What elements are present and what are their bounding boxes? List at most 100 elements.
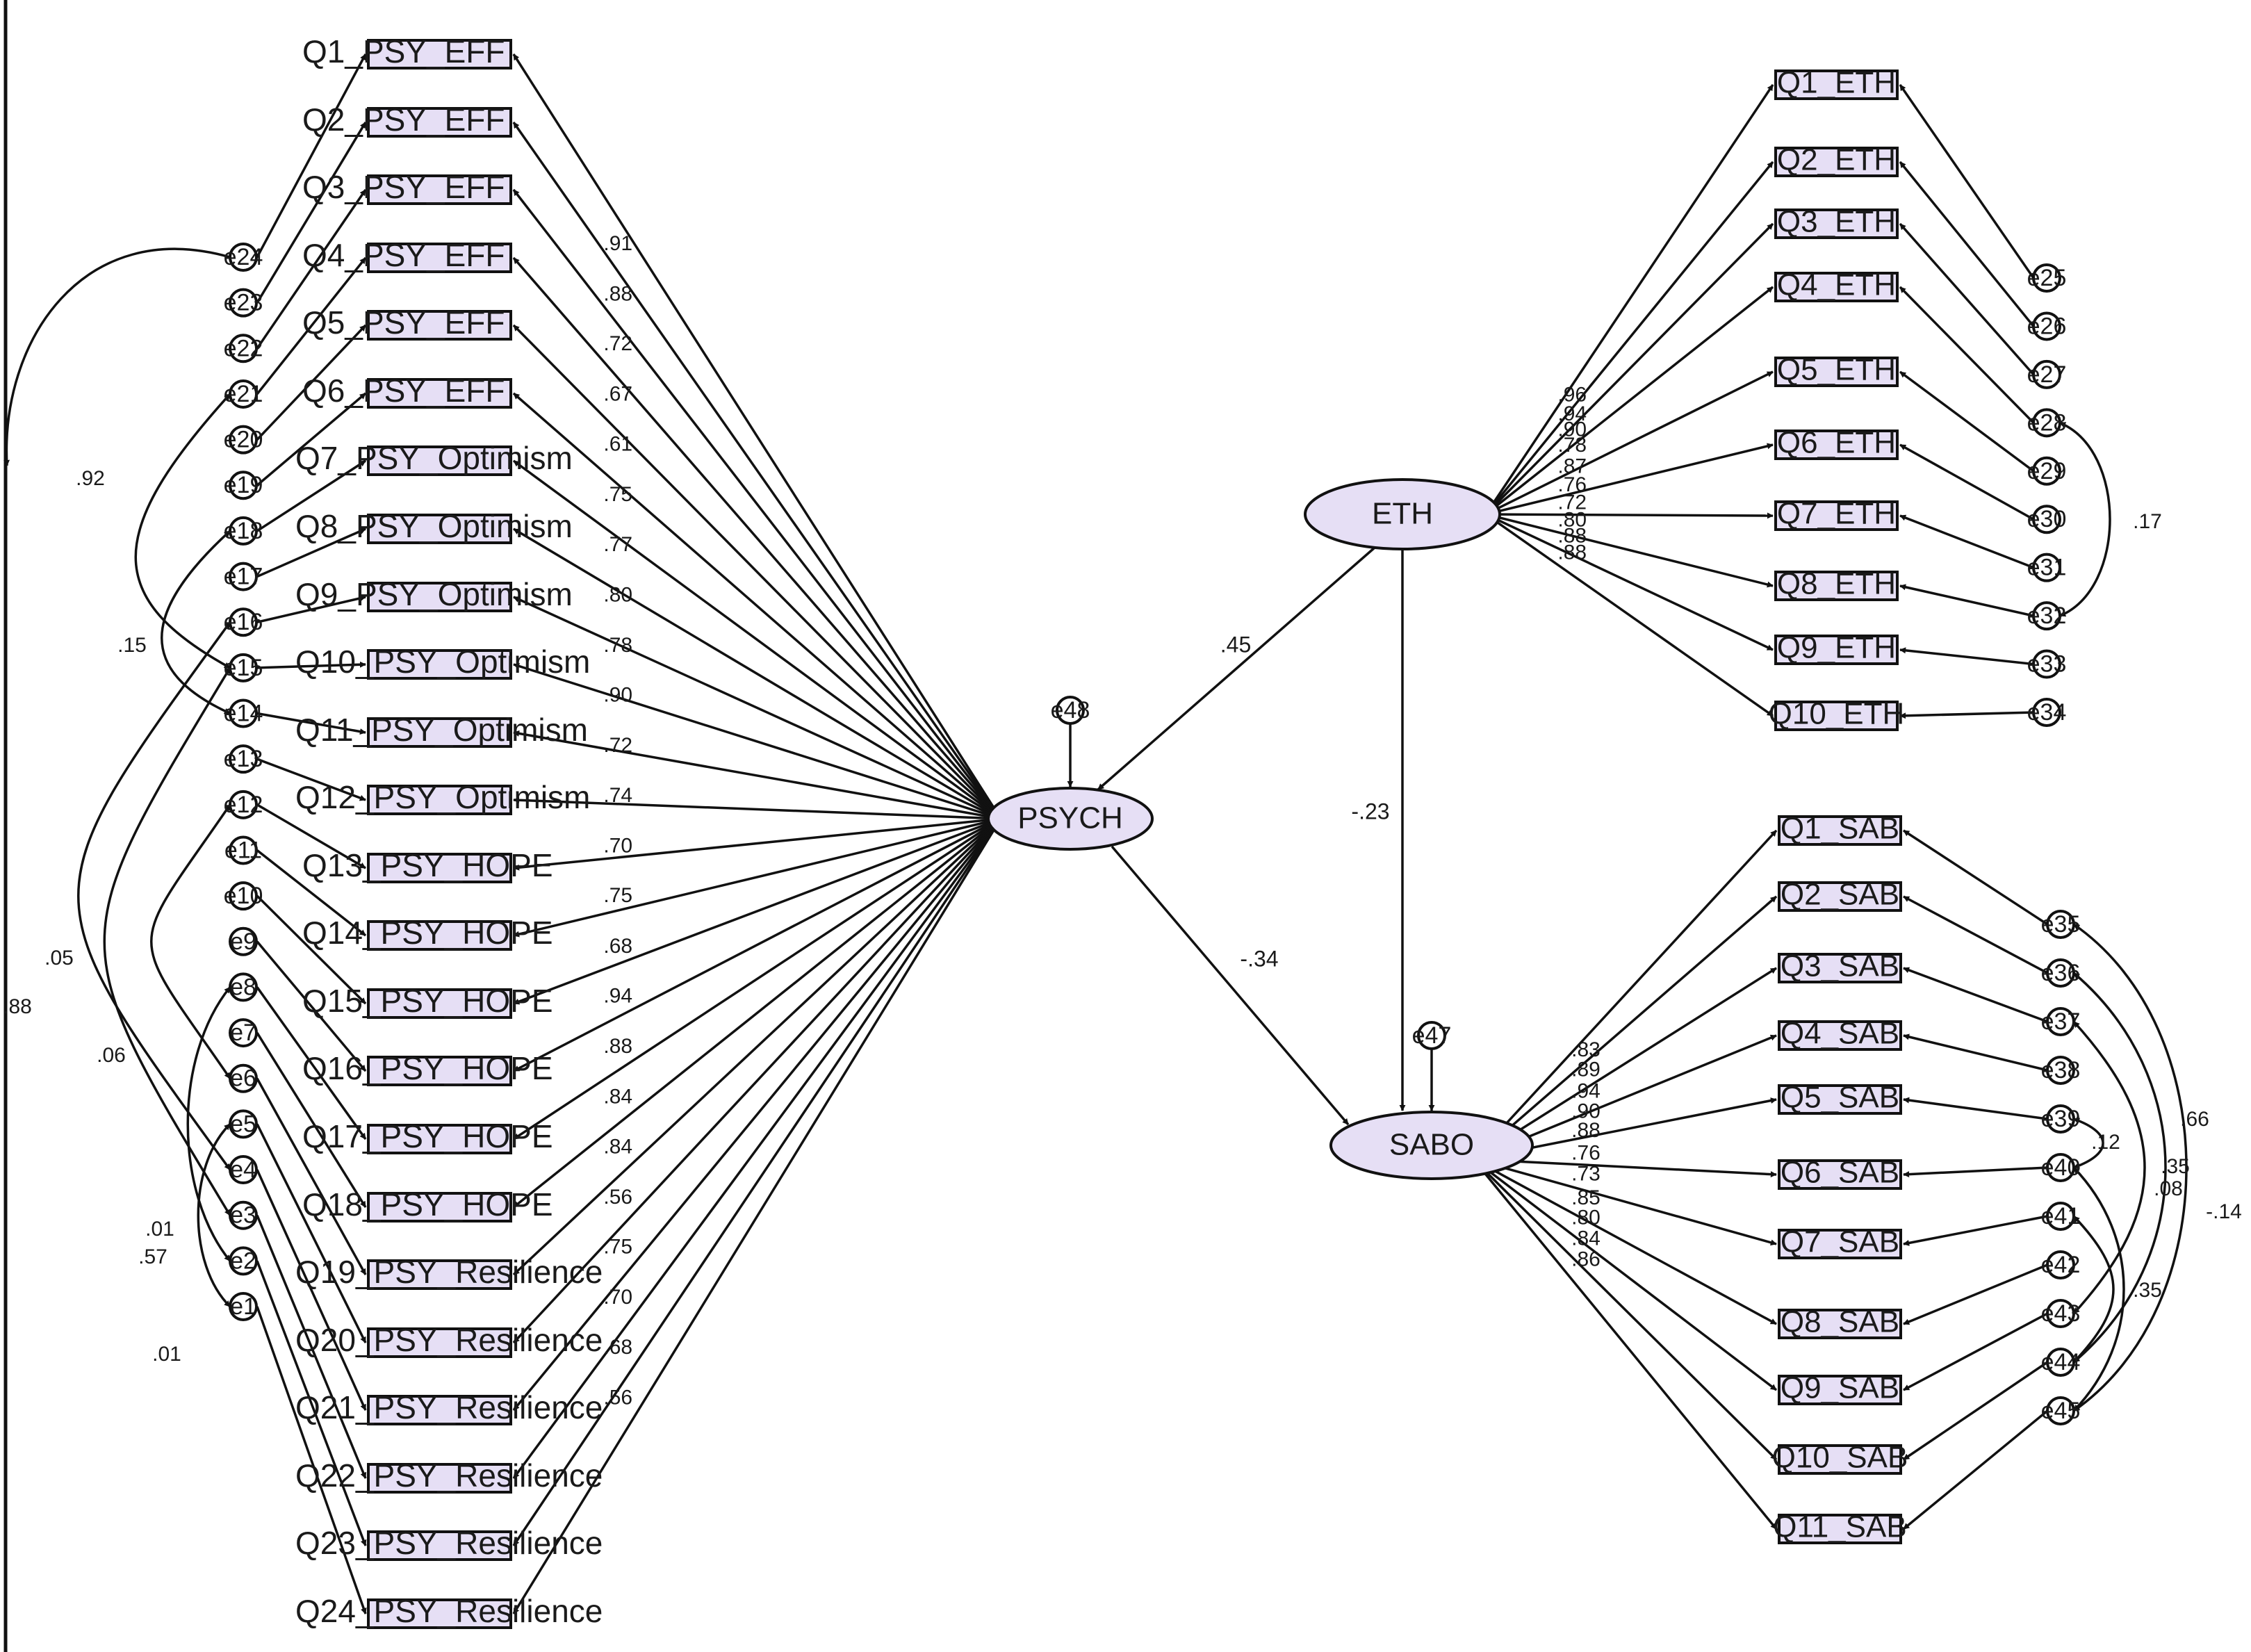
sabo-indicator-box[interactable] xyxy=(1778,1159,1902,1190)
eth-error-node[interactable] xyxy=(2032,311,2061,341)
psych-indicator-box[interactable] xyxy=(367,988,512,1019)
psych-indicator-box[interactable] xyxy=(367,1463,512,1494)
sabo-indicator-box[interactable] xyxy=(1778,1309,1902,1339)
psych-indicator-box[interactable] xyxy=(367,717,512,748)
psych-error-node[interactable] xyxy=(229,1200,258,1230)
sabo-error-node[interactable] xyxy=(2046,1250,2075,1279)
eth-indicator-box[interactable] xyxy=(1774,147,1899,177)
eth-error-node[interactable] xyxy=(2032,553,2061,582)
sabo-indicator-box[interactable] xyxy=(1778,815,1902,846)
psych-error-node[interactable] xyxy=(229,562,258,591)
psych-indicator-box[interactable] xyxy=(367,243,512,273)
psych-indicator-label: Q24_PSY_Resilience xyxy=(295,1593,603,1629)
psych-error-node[interactable] xyxy=(229,607,258,637)
sabo-error-node[interactable] xyxy=(2046,1007,2075,1036)
psych-error-node[interactable] xyxy=(229,1155,258,1185)
sabo-error-node-label: e35 xyxy=(2041,911,2081,938)
sabo-indicator-box[interactable] xyxy=(1778,1514,1902,1544)
psych-indicator-box[interactable] xyxy=(367,107,512,138)
psych-error-node[interactable] xyxy=(229,334,258,363)
eth-indicator-box[interactable] xyxy=(1774,208,1899,239)
sabo-error-node[interactable] xyxy=(2046,1299,2075,1328)
psych-error-node[interactable] xyxy=(229,698,258,728)
psych-indicator-box[interactable] xyxy=(367,853,512,883)
sabo-error-node[interactable] xyxy=(2046,958,2075,988)
sabo-error-node[interactable] xyxy=(2046,1348,2075,1377)
psych-indicator-box[interactable] xyxy=(367,1192,512,1222)
psych-indicator-box[interactable] xyxy=(367,1327,512,1358)
psych-indicator-box[interactable] xyxy=(367,1598,512,1629)
psych-error-node[interactable] xyxy=(229,1292,258,1321)
psych-indicator-box[interactable] xyxy=(367,1056,512,1086)
psych-indicator-box[interactable] xyxy=(367,378,512,409)
eth-indicator-box[interactable] xyxy=(1774,635,1899,665)
psych-indicator-box[interactable] xyxy=(367,582,512,612)
sabo-error-node[interactable] xyxy=(2046,1153,2075,1182)
psych-disturbance-node[interactable] xyxy=(1056,696,1085,725)
sabo-indicator-box[interactable] xyxy=(1778,1020,1902,1051)
eth-error-node[interactable] xyxy=(2032,698,2061,727)
psych-error-node[interactable] xyxy=(229,1109,258,1139)
eth-error-node[interactable] xyxy=(2032,649,2061,679)
eth-indicator-box[interactable] xyxy=(1774,357,1899,387)
psych-indicator-box[interactable] xyxy=(367,445,512,476)
sabo-error-node[interactable] xyxy=(2046,1202,2075,1231)
eth-indicator-box[interactable] xyxy=(1774,430,1899,460)
eth-error-node[interactable] xyxy=(2032,601,2061,631)
psych-indicator-box[interactable] xyxy=(367,785,512,815)
psych-error-node[interactable] xyxy=(229,379,258,409)
psych-error-node[interactable] xyxy=(229,471,258,500)
psych-error-node[interactable] xyxy=(229,425,258,455)
psych-error-node[interactable] xyxy=(229,926,258,956)
sabo-indicator-box[interactable] xyxy=(1778,1375,1902,1405)
sabo-error-node[interactable] xyxy=(2046,1056,2075,1085)
eth-indicator-box[interactable] xyxy=(1774,500,1899,531)
sabo-indicator-box[interactable] xyxy=(1778,953,1902,983)
psych-error-node[interactable] xyxy=(229,1018,258,1048)
eth-indicator-box[interactable] xyxy=(1774,69,1899,100)
psych-error-node[interactable] xyxy=(229,972,258,1002)
eth-indicator-box[interactable] xyxy=(1774,571,1899,601)
psych-indicator-box[interactable] xyxy=(367,174,512,205)
sabo-indicator-box[interactable] xyxy=(1778,1229,1902,1259)
latent-psych[interactable] xyxy=(987,787,1154,851)
eth-error-node[interactable] xyxy=(2032,456,2061,486)
psych-error-node[interactable] xyxy=(229,653,258,682)
psych-indicator-box[interactable] xyxy=(367,920,512,951)
eth-error-node[interactable] xyxy=(2032,408,2061,438)
psych-error-node[interactable] xyxy=(229,744,258,774)
psych-error-node[interactable] xyxy=(229,516,258,546)
psych-indicator-box[interactable] xyxy=(367,310,512,341)
sabo-indicator-box[interactable] xyxy=(1778,1444,1902,1475)
psych-indicator-box[interactable] xyxy=(367,1530,512,1561)
psych-error-node[interactable] xyxy=(229,1063,258,1093)
psych-error-node[interactable] xyxy=(229,288,258,318)
psych-indicator-box[interactable] xyxy=(367,1124,512,1154)
psych-indicator-box[interactable] xyxy=(367,39,512,69)
sabo-error-node[interactable] xyxy=(2046,910,2075,939)
psych-indicator-box[interactable] xyxy=(367,649,512,680)
psych-indicator-box[interactable] xyxy=(367,514,512,544)
psych-indicator-box[interactable] xyxy=(367,1395,512,1425)
eth-indicator-box[interactable] xyxy=(1774,272,1899,302)
psych-indicator-label: Q18_PSY_HOPE xyxy=(302,1186,553,1222)
sabo-indicator-box[interactable] xyxy=(1778,1084,1902,1115)
eth-error-node[interactable] xyxy=(2032,359,2061,389)
latent-eth[interactable] xyxy=(1304,478,1501,550)
eth-error-node[interactable] xyxy=(2032,505,2061,534)
eth-indicator-box[interactable] xyxy=(1774,701,1899,731)
psych-indicator-box[interactable] xyxy=(367,1259,512,1290)
sabo-disturbance-node[interactable] xyxy=(1417,1021,1446,1050)
psych-error-node[interactable] xyxy=(229,790,258,819)
psych-error-node[interactable] xyxy=(229,835,258,865)
latent-sabo[interactable] xyxy=(1329,1111,1534,1180)
eth-error-node[interactable] xyxy=(2032,263,2061,293)
psych-error-node[interactable] xyxy=(229,881,258,911)
sabo-indicator-box[interactable] xyxy=(1778,881,1902,912)
sabo-error-node[interactable] xyxy=(2046,1104,2075,1134)
sabo-error-node[interactable] xyxy=(2046,1396,2075,1425)
psych-error-node[interactable] xyxy=(229,1246,258,1276)
psych-error-node[interactable] xyxy=(229,243,258,272)
sabo-loading-coef: .73 xyxy=(1571,1163,1601,1186)
sabo-loading-arrow xyxy=(1473,1158,1777,1325)
